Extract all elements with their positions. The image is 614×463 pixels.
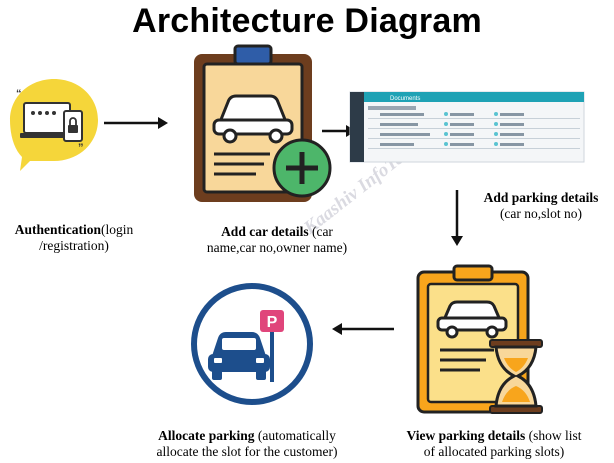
- diagram-title: Architecture Diagram: [132, 2, 482, 40]
- screenshot-header-text: Documents: [390, 96, 420, 102]
- authentication-caption: Authentication(login /registration): [0, 222, 148, 254]
- allocate-parking-detail: (automatically allocate the slot for the…: [156, 428, 338, 459]
- arrow-view-parking-to-allocate: [332, 323, 394, 335]
- svg-text:“: “: [16, 88, 22, 100]
- add-car-clipboard-icon: [194, 44, 332, 202]
- view-parking-label: View parking details: [406, 428, 526, 443]
- add-parking-caption: Add parking details (car no,slot no): [478, 190, 604, 222]
- view-parking-detail: (show list of allocated parking slots): [423, 428, 582, 459]
- add-car-detail: (car name,car no,owner name): [206, 224, 348, 255]
- view-parking-clipboard-icon: [416, 264, 543, 414]
- add-parking-detail: (car no,slot no): [499, 206, 583, 221]
- authentication-icon: “ ”: [10, 79, 98, 171]
- parking-sign-letter: P: [267, 314, 278, 331]
- svg-text:”: ”: [78, 142, 84, 154]
- add-car-label: Add car details: [221, 224, 309, 239]
- view-parking-caption: View parking details (show list of alloc…: [400, 428, 588, 460]
- authentication-label: Authentication: [14, 222, 101, 237]
- arrow-screenshot-to-view-parking: [451, 190, 463, 246]
- app-screenshot-thumbnail: Documents: [349, 91, 585, 163]
- authentication-detail: (login /registration): [39, 222, 134, 253]
- add-car-caption: Add car details (car name,car no,owner n…: [196, 224, 358, 256]
- add-parking-label: Add parking details: [483, 190, 599, 205]
- allocate-parking-label: Allocate parking: [158, 428, 255, 443]
- allocate-parking-caption: Allocate parking (automatically allocate…: [138, 428, 356, 460]
- arrow-auth-to-add-car: [104, 117, 168, 129]
- allocate-parking-icon: P: [191, 283, 313, 405]
